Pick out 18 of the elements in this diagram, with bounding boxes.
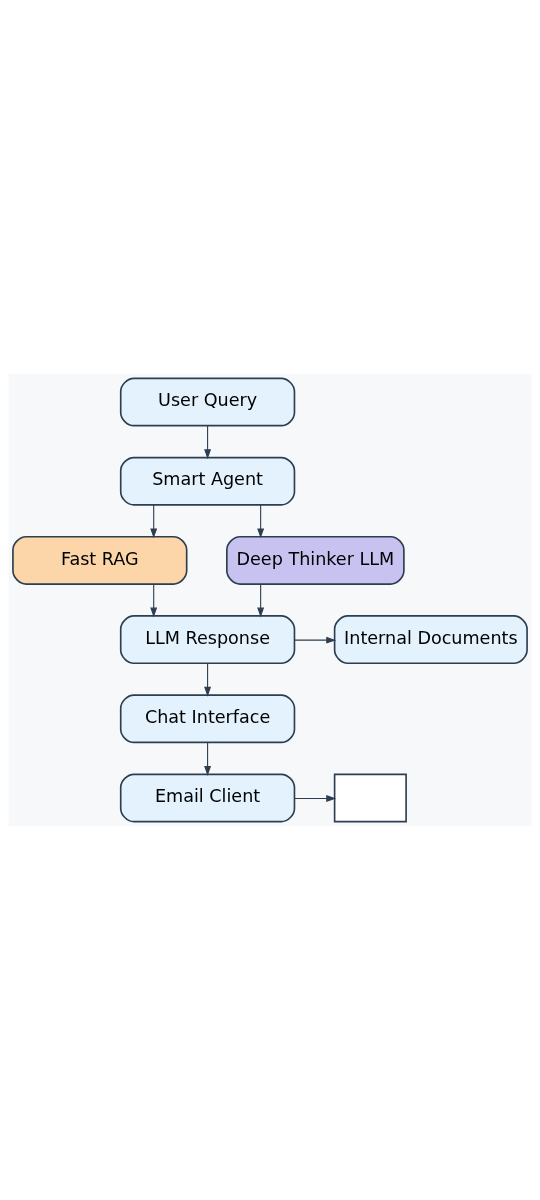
node-box: Chat Interface bbox=[119, 694, 296, 744]
arrow bbox=[204, 425, 212, 460]
arrow bbox=[257, 504, 265, 539]
arrow bbox=[204, 742, 212, 776]
node-envelope bbox=[333, 773, 407, 823]
arrow bbox=[150, 583, 158, 618]
arrow bbox=[294, 636, 337, 644]
node-box: Smart Agent bbox=[119, 456, 296, 506]
node-box: Email Client bbox=[119, 773, 296, 823]
arrow bbox=[294, 795, 337, 802]
arrow bbox=[150, 504, 158, 539]
node-box: Deep Thinker LLM bbox=[226, 535, 405, 585]
node-box: Internal Documents bbox=[333, 615, 528, 665]
arrow bbox=[257, 583, 265, 618]
node-box: LLM Response bbox=[119, 615, 296, 665]
node-box: User Query bbox=[119, 377, 296, 427]
node-box: Fast RAG bbox=[12, 535, 188, 585]
arrow bbox=[204, 662, 212, 697]
